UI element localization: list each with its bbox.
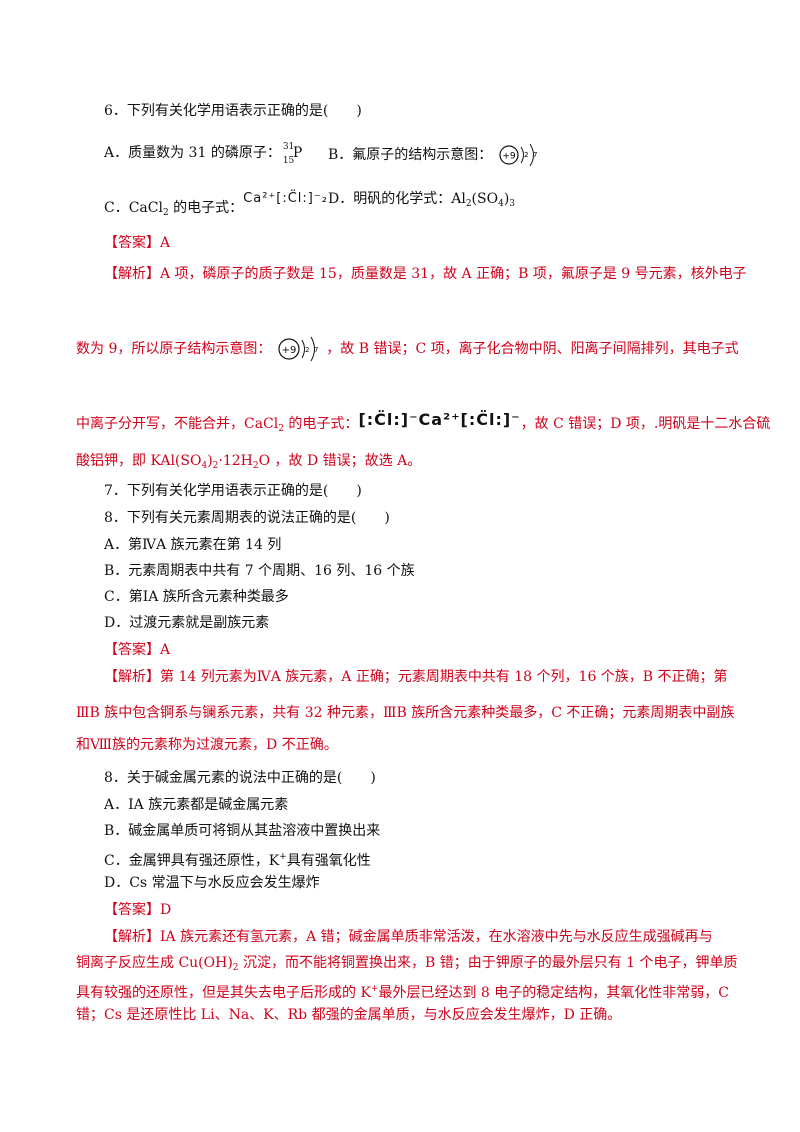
q8b-option-b: B．碱金属单质可将铜从其盐溶液中置换出来 [104, 823, 381, 839]
q8a-option-d: D．过渡元素就是副族元素 [104, 615, 270, 631]
q6-option-d: D．明矾的化学式：Al2(SO4)3 [328, 191, 516, 209]
q8a-explanation-line2: ⅢB 族中包含锕系与镧系元素，共有 32 种元素，ⅢB 族所含元素种类最多，C … [76, 705, 735, 721]
q6-explanation-line3: 中离子分开写，不能合并，CaCl2 的电子式：[:C̈l:]⁻Ca²⁺[:C̈l… [76, 410, 771, 434]
q6-explanation-line4: 酸铝钾，即 KAl(SO4)2·12H2O ，故 D 错误；故选 A。 [76, 453, 422, 471]
q8b-explanation-line1: 【解析】ⅠA 族元素还有氢元素，A 错；碱金属单质非常活泼，在水溶液中先与水反应… [104, 929, 713, 945]
q8a-option-a: A．第ⅣA 族元素在第 14 列 [104, 537, 282, 553]
q8b-option-d: D．Cs 常温下与水反应会发生爆炸 [104, 875, 320, 891]
q6-stem: 6．下列有关化学用语表示正确的是( ) [104, 103, 362, 119]
svg-text:+9: +9 [502, 152, 516, 162]
q8b-explanation-line4: 错；Cs 是还原性比 Li、Na、K、Rb 都强的金属单质，与水反应会发生爆炸，… [76, 1007, 622, 1023]
q6-explanation-line2: 数为 9，所以原子结构示意图： +9 2 7 ，故 B 错误；C 项，离子化合物… [76, 334, 739, 364]
q8b-explanation-line2: 铜离子反应生成 Cu(OH)2 沉淀，而不能将铜置换出来，B 错；由于钾原子的最… [76, 955, 738, 973]
q8a-option-c: C．第ⅠA 族所含元素种类最多 [104, 589, 289, 605]
svg-text:7: 7 [533, 151, 537, 159]
q8a-stem: 8．下列有关元素周期表的说法正确的是( ) [104, 510, 390, 526]
q8b-stem: 8．关于碱金属元素的说法中正确的是( ) [104, 770, 376, 786]
q8b-answer: 【答案】D [104, 902, 172, 918]
q8a-explanation-line3: 和Ⅷ族的元素称为过渡元素，D 不正确。 [76, 737, 338, 753]
fluorine-atom-diagram-explanation: +9 2 7 [278, 336, 318, 362]
cacl2-electron-formula: Ca²⁺[:C̈l:]⁻₂ [243, 191, 328, 206]
svg-text:+9: +9 [281, 345, 296, 356]
q6-answer: 【答案】A [104, 235, 171, 251]
q8a-option-b: B．元素周期表中共有 7 个周期、16 列、16 个族 [104, 563, 415, 579]
q8b-option-a: A．ⅠA 族元素都是碱金属元素 [104, 797, 289, 813]
q8a-explanation-line1: 【解析】第 14 列元素为ⅣA 族元素，A 正确；元素周期表中共有 18 个列，… [104, 669, 728, 685]
q6-option-b: B．氟原子的结构示意图： +9 2 7 [328, 141, 545, 169]
cacl2-electron-formula-explanation: [:C̈l:]⁻Ca²⁺[:C̈l:]⁻ [358, 410, 521, 429]
q6-option-c: C．CaCl2 的电子式：Ca²⁺[:C̈l:]⁻₂ [104, 191, 328, 218]
svg-text:2: 2 [524, 151, 528, 159]
q6-explanation-line1: 【解析】A 项，磷原子的质子数是 15，质量数是 31，故 A 正确；B 项，氟… [104, 266, 747, 282]
fluorine-atom-diagram: +9 2 7 [499, 143, 537, 167]
svg-text:2: 2 [305, 346, 309, 354]
q8b-option-c: C．金属钾具有强还原性，K+具有强氧化性 [104, 852, 371, 869]
svg-text:7: 7 [314, 346, 318, 354]
q8a-answer: 【答案】A [104, 642, 171, 658]
q7-stem: 7．下列有关化学用语表示正确的是( ) [104, 483, 362, 499]
q8b-explanation-line3: 具有较强的还原性，但是其失去电子后形成的 K+最外层已经达到 8 电子的稳定结构… [76, 984, 729, 1001]
